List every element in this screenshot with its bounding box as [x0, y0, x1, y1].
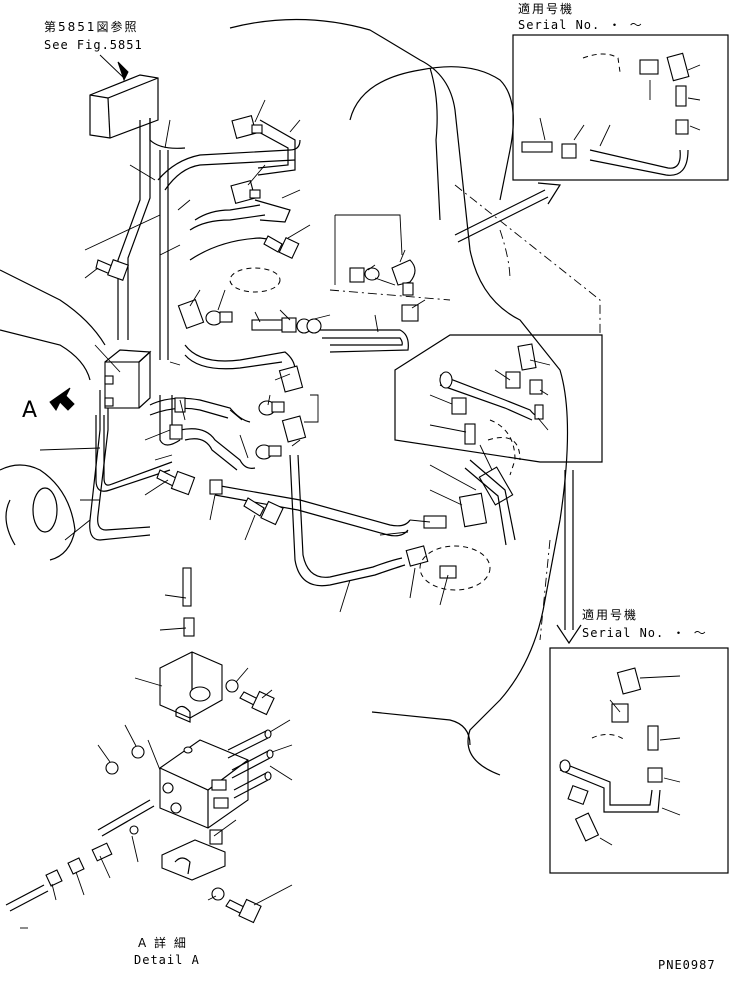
detail-title-jp: A 詳 細 [138, 936, 188, 950]
serial-label-right-en: Serial No. ・ ～ [582, 626, 707, 640]
inset-middle [394, 334, 603, 645]
leader-lines [20, 99, 551, 929]
chassis-outline [0, 18, 601, 776]
main-piping [89, 118, 411, 587]
inset-bottom-right [549, 647, 729, 874]
serial-label-top-jp: 適用号機 [518, 2, 575, 16]
detail-a [5, 567, 275, 924]
dashed-hints [229, 267, 516, 591]
inset-top-right [454, 34, 729, 243]
detail-title-en: Detail A [134, 953, 200, 967]
serial-label-right-jp: 適用号機 [582, 608, 639, 622]
reference-label-en: See Fig.5851 [44, 38, 143, 52]
reference-label-jp: 第5851図参照 [44, 20, 139, 34]
reference-block [89, 54, 159, 139]
serial-label-top-en: Serial No. ・ ～ [518, 18, 643, 32]
figure-code: PNE0987 [658, 958, 716, 972]
fittings-main [95, 115, 516, 579]
view-marker-a: A [22, 398, 39, 423]
view-arrow-a [49, 387, 75, 411]
